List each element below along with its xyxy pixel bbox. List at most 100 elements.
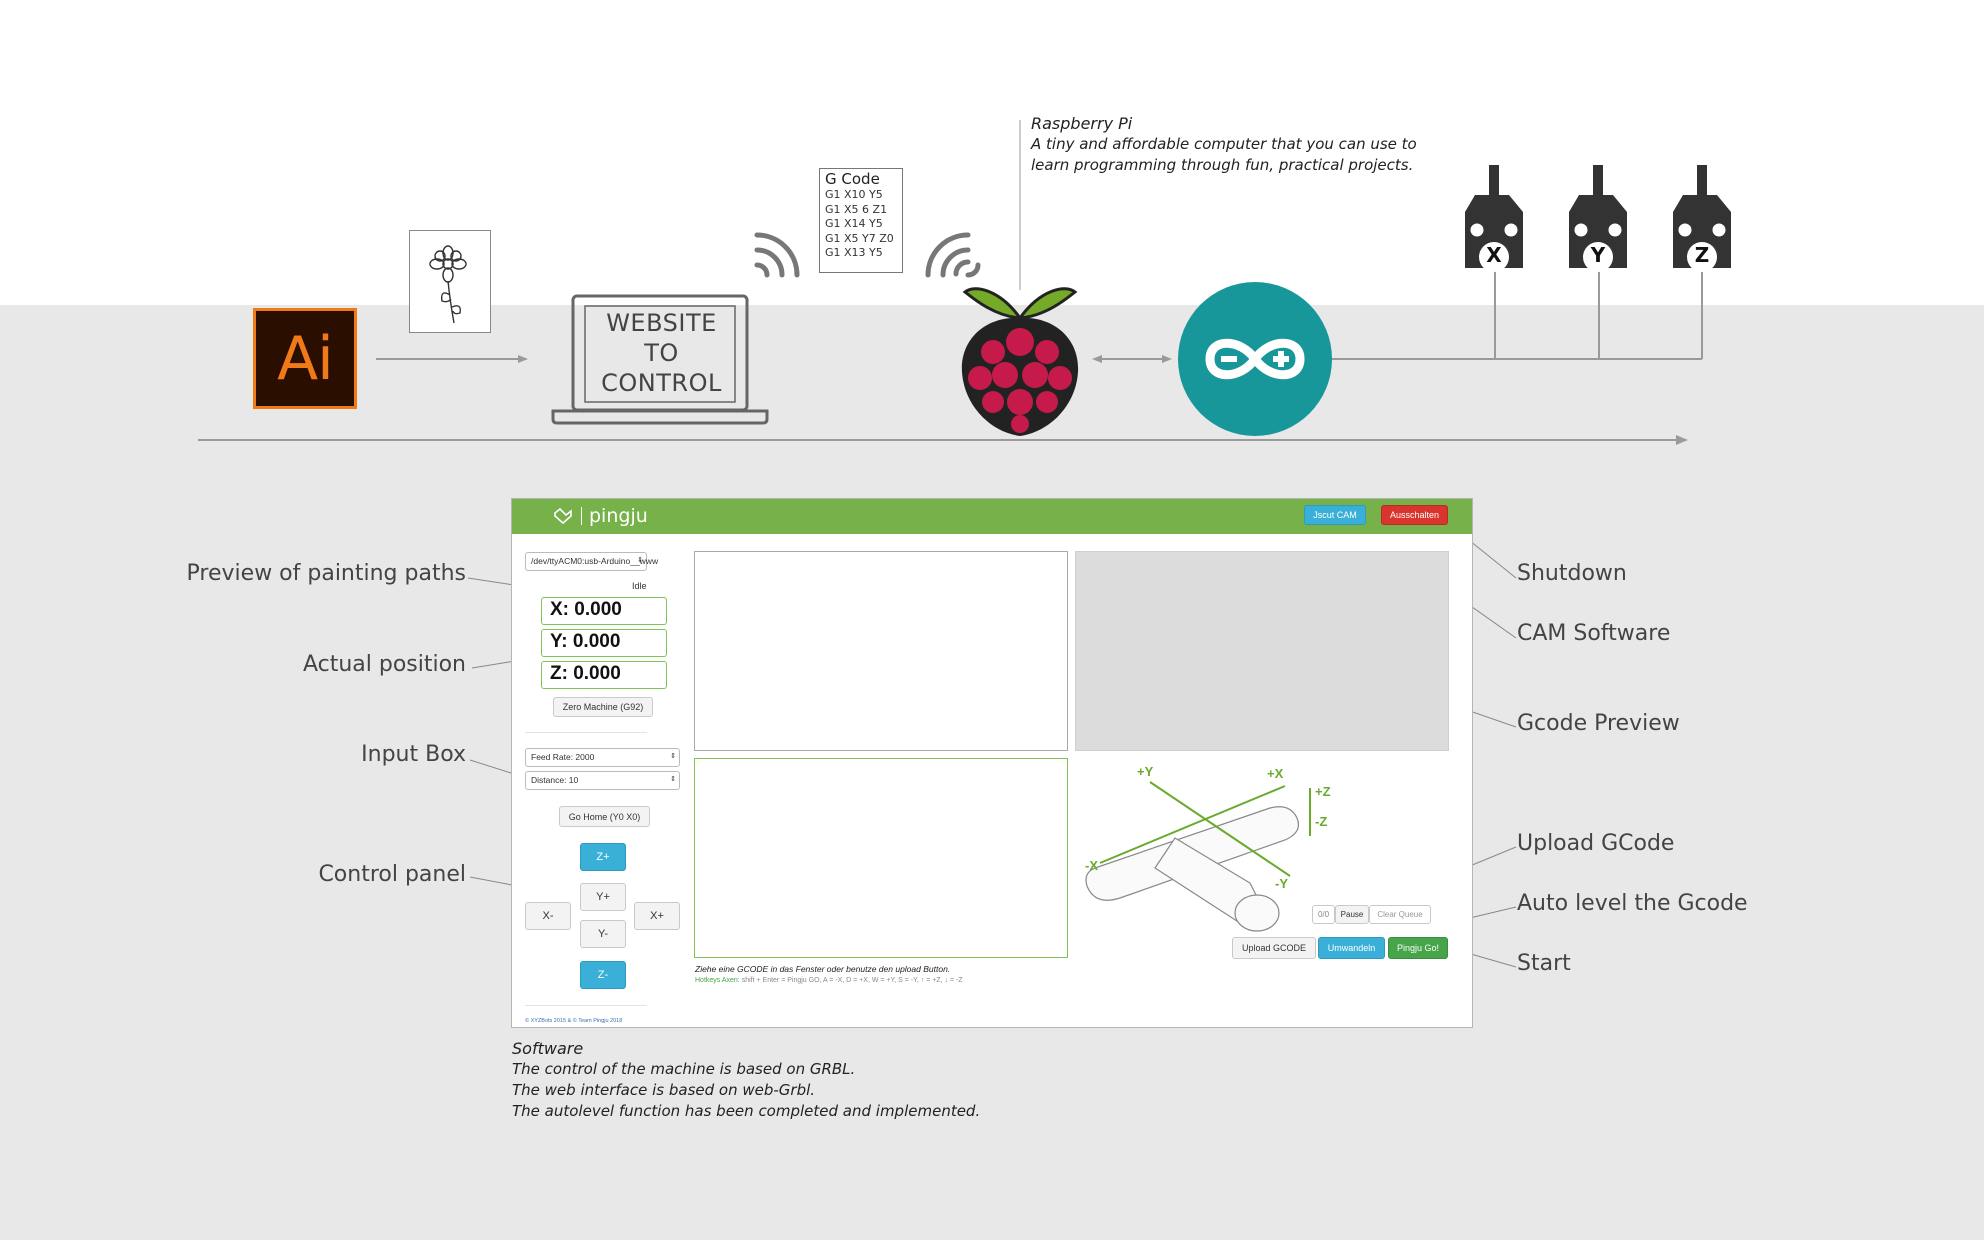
port-select-value: /dev/ttyACM0:usb-Arduino__www	[531, 556, 659, 566]
machine-status: Idle	[632, 581, 647, 591]
raspberry-pi-description: learn programming through fun, practical…	[1031, 156, 1414, 174]
laptop-text-line: WEBSITE	[606, 309, 717, 337]
axis-label-minus-y: -Y	[1275, 876, 1288, 891]
pingju-app-screenshot: pingju Jscut CAM Ausschalten /dev/ttyACM…	[511, 498, 1473, 1028]
gcode-title: G Code	[825, 170, 880, 188]
callout-input-box: Input Box	[361, 742, 466, 767]
app-footer: © XYZBots 2015 & © Team Pingju 2018	[525, 1018, 623, 1024]
motor-x-label: X	[1486, 243, 1502, 267]
gcode-line: G1 X13 Y5	[825, 246, 883, 260]
gcode-preview-panel	[1075, 551, 1449, 751]
hotkeys-text: shift + Enter = Pingju GO, A = -X, D = +…	[741, 977, 963, 984]
callout-preview-paths: Preview of painting paths	[186, 561, 466, 586]
gcode-line: G1 X10 Y5	[825, 188, 883, 201]
callout-shutdown: Shutdown	[1517, 561, 1627, 586]
jog-z-minus-button[interactable]: Z-	[580, 961, 626, 989]
illustrator-logo: Ai	[253, 308, 357, 409]
wifi-icon-pi	[925, 232, 981, 278]
raspberry-pi-description: A tiny and affordable computer that you …	[1031, 135, 1417, 153]
input-hint: Ziehe eine GCODE in das Fenster oder ben…	[695, 964, 951, 974]
distance-select[interactable]: Distance: 10 ⇕	[525, 771, 680, 790]
callout-upload-gcode: Upload GCode	[1517, 831, 1675, 856]
jog-z-plus-button[interactable]: Z+	[580, 843, 626, 871]
callout-gcode-preview: Gcode Preview	[1517, 711, 1680, 736]
gcode-card: G Code G1 X10 Y5 G1 X5 6 Z1 G1 X14 Y5 G1…	[819, 168, 903, 273]
axis-label-minus-z: -Z	[1315, 814, 1327, 829]
axis-label-minus-x: -X	[1085, 858, 1098, 873]
shutdown-button[interactable]: Ausschalten	[1381, 505, 1448, 525]
top-band	[0, 0, 1984, 305]
laptop-text-line: CONTROL	[601, 369, 722, 397]
motor-y-icon	[1569, 165, 1627, 272]
callout-start: Start	[1517, 951, 1571, 976]
y-position: Y: 0.000	[541, 629, 667, 657]
laptop-screen-text: WEBSITE TO CONTROL	[584, 308, 739, 398]
select-arrow-icon: ⇕	[670, 753, 676, 760]
distance-value: Distance: 10	[531, 775, 579, 785]
axis-label-plus-y: +Y	[1137, 764, 1154, 779]
feed-rate-select[interactable]: Feed Rate: 2000 ⇕	[525, 748, 680, 767]
callout-control-panel: Control panel	[318, 862, 466, 887]
motor-z-label: Z	[1694, 243, 1710, 267]
jog-x-minus-button[interactable]: X-	[525, 902, 571, 930]
raspberry-pi-title: Raspberry Pi	[1031, 114, 1133, 133]
divider	[525, 1005, 647, 1006]
arduino-logo	[1178, 282, 1332, 436]
select-arrow-icon: ⇕	[670, 776, 676, 783]
raspberry-pi-icon	[961, 287, 1079, 436]
zero-machine-button[interactable]: Zero Machine (G92)	[553, 697, 653, 717]
z-position: Z: 0.000	[541, 661, 667, 689]
ai-logo-text: Ai	[277, 323, 334, 394]
clear-queue-button[interactable]: Clear Queue	[1369, 905, 1431, 924]
flower-icon	[429, 245, 467, 324]
feed-rate-value: Feed Rate: 2000	[531, 752, 595, 762]
convert-button[interactable]: Umwandeln	[1318, 937, 1385, 959]
jog-y-plus-button[interactable]: Y+	[580, 883, 626, 911]
jscut-cam-button[interactable]: Jscut CAM	[1304, 505, 1366, 525]
software-line: The autolevel function has been complete…	[512, 1102, 981, 1120]
software-line: The web interface is based on web-Grbl.	[512, 1081, 816, 1099]
callout-cam-software: CAM Software	[1517, 621, 1671, 646]
motor-x-icon	[1465, 165, 1523, 272]
callout-auto-level: Auto level the Gcode	[1517, 891, 1748, 916]
motor-y-label: Y	[1590, 243, 1606, 267]
gcode-line: G1 X14 Y5	[825, 217, 883, 231]
motor-bus	[1332, 270, 1703, 360]
hotkeys-label: Hotkeys Axen:	[695, 977, 740, 984]
app-header: pingju Jscut CAM Ausschalten	[512, 499, 1472, 534]
laptop-text-line: TO	[644, 339, 679, 367]
software-caption: Software The control of the machine is b…	[512, 1038, 980, 1122]
pause-button[interactable]: Pause	[1335, 905, 1369, 924]
software-title: Software	[512, 1039, 584, 1058]
callout-actual-position: Actual position	[302, 652, 466, 677]
jog-y-minus-button[interactable]: Y-	[580, 920, 626, 948]
path-preview-panel	[694, 551, 1068, 751]
queue-count: 0/0	[1312, 905, 1335, 924]
gcode-line: G1 X5 6 Z1	[825, 202, 888, 216]
axis-label-plus-z: +Z	[1315, 784, 1331, 799]
x-position: X: 0.000	[541, 597, 667, 625]
gcode-input-box[interactable]	[694, 758, 1068, 958]
divider	[525, 732, 647, 733]
go-home-button[interactable]: Go Home (Y0 X0)	[559, 806, 650, 827]
machine-axes-illustration: +Y -Y -X +X +Z -Z	[1085, 764, 1331, 932]
axis-label-plus-x: +X	[1267, 766, 1284, 781]
motor-z-icon	[1673, 165, 1731, 272]
upload-gcode-button[interactable]: Upload GCODE	[1232, 937, 1316, 959]
raspberry-pi-caption: Raspberry Pi A tiny and affordable compu…	[1031, 113, 1417, 176]
port-select[interactable]: /dev/ttyACM0:usb-Arduino__www⇕	[525, 552, 658, 571]
brand-name: pingju	[589, 505, 648, 527]
app-brand: pingju	[552, 505, 648, 527]
flower-drawing	[409, 230, 491, 333]
laptop-icon	[551, 294, 769, 425]
software-line: The control of the machine is based on G…	[512, 1060, 856, 1078]
gcode-line: G1 X5 Y7 Z0	[825, 231, 894, 245]
infinity-icon	[1205, 338, 1305, 380]
jog-x-plus-button[interactable]: X+	[634, 902, 680, 930]
wifi-icon-laptop	[754, 232, 800, 278]
hotkeys-line: Hotkeys Axen: shift + Enter = Pingju GO,…	[695, 977, 963, 984]
pingju-go-button[interactable]: Pingju Go!	[1388, 937, 1448, 959]
brand-logo-icon	[554, 507, 572, 525]
select-arrow-icon: ⇕	[637, 557, 643, 564]
